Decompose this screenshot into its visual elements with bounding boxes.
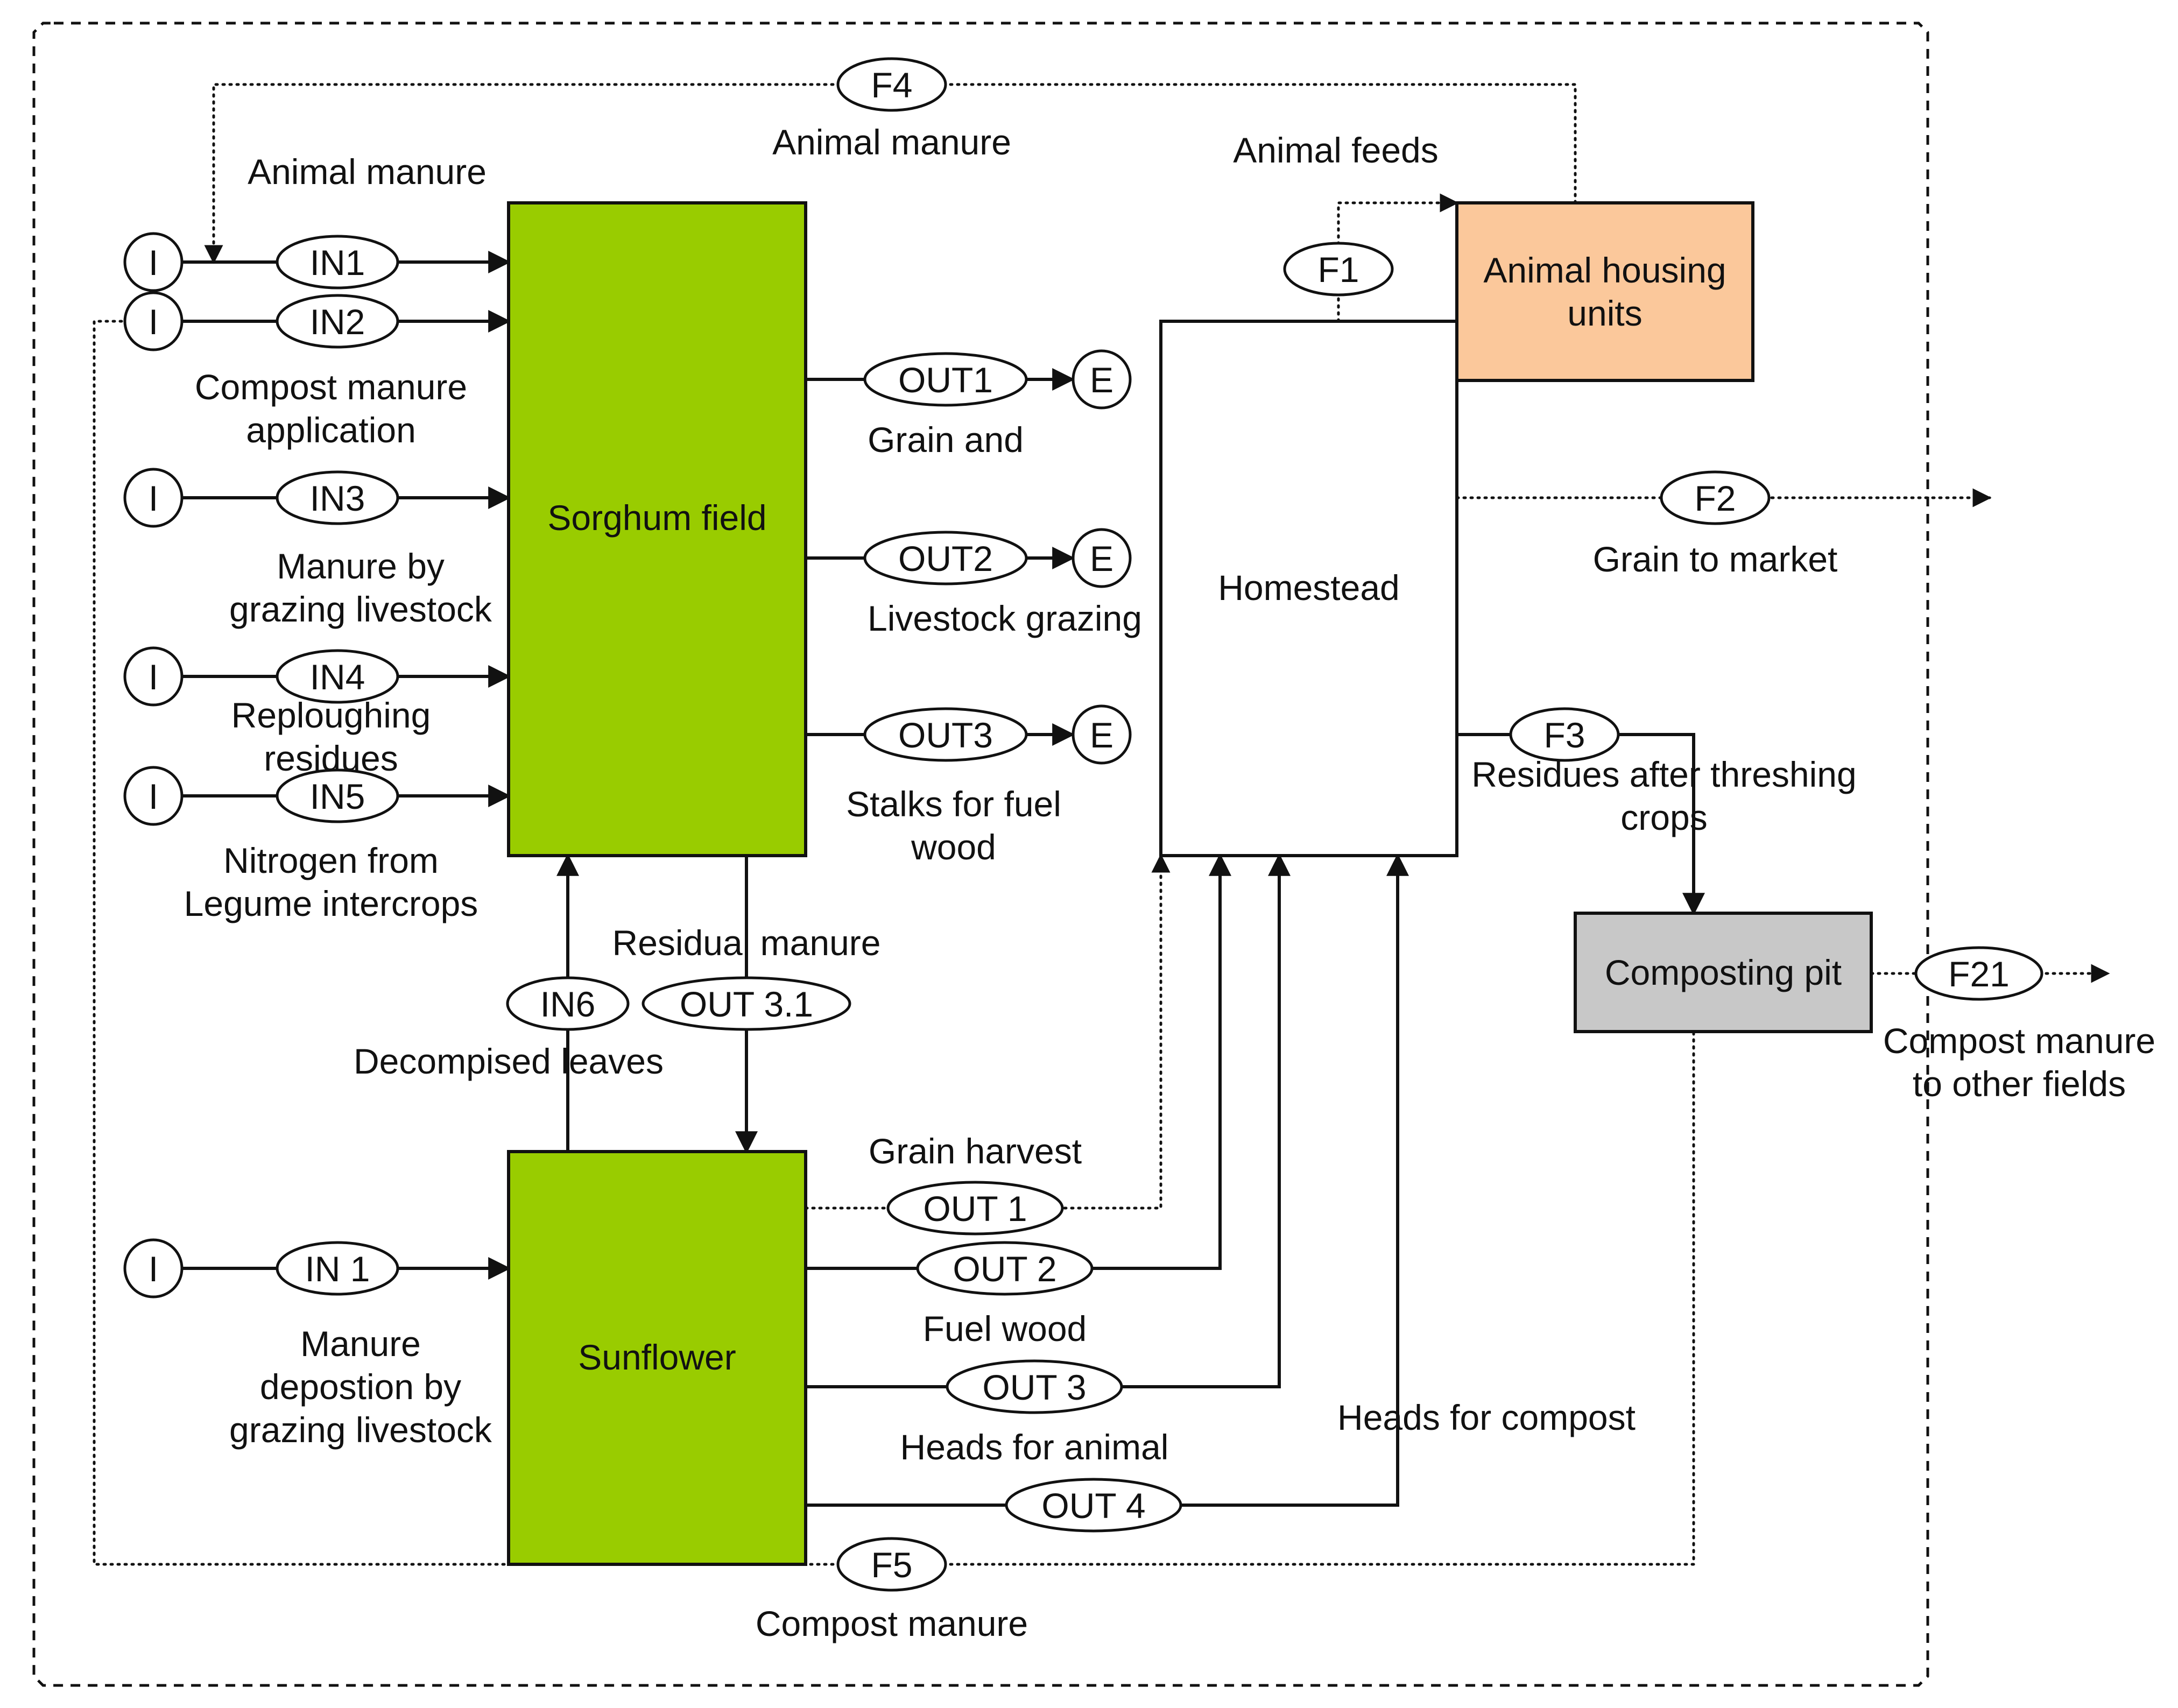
flow-in2: IN2 xyxy=(310,302,365,342)
label-manure-deposition-2: depostion by xyxy=(260,1367,461,1407)
flow-in5: IN5 xyxy=(310,777,365,816)
flow-out2-sunflower: OUT 2 xyxy=(953,1249,1056,1289)
composting-pit-label: Composting pit xyxy=(1605,952,1842,992)
flow-f1: F1 xyxy=(1317,250,1359,290)
label-animal-manure-top: Animal manure xyxy=(772,122,1011,162)
label-residues-threshing-1: Residues after threshing xyxy=(1471,754,1856,794)
label-livestock-grazing: Livestock grazing xyxy=(868,598,1142,638)
flow-out3: OUT3 xyxy=(898,715,993,755)
flow-out31: OUT 3.1 xyxy=(680,984,813,1024)
input-terminals: I I I I I I xyxy=(123,232,184,1298)
label-residues-threshing-2: crops xyxy=(1620,797,1707,837)
flow-out2: OUT2 xyxy=(898,539,993,578)
flow-f2: F2 xyxy=(1694,478,1736,518)
exit-terminals: E E E xyxy=(1072,349,1132,765)
flow-in4: IN4 xyxy=(310,657,365,697)
label-animal-manure-left: Animal manure xyxy=(248,152,487,192)
sunflower-label: Sunflower xyxy=(578,1337,736,1377)
animal-housing-label-1: Animal housing xyxy=(1483,250,1726,290)
label-compost-application-2: application xyxy=(246,410,416,450)
label-reploughing-2: residues xyxy=(264,738,398,778)
input-terminal-5: I xyxy=(149,777,158,816)
label-stalks-1: Stalks for fuel xyxy=(846,784,1061,824)
flow-f5: F5 xyxy=(871,1545,912,1585)
flow-f4: F4 xyxy=(871,65,912,105)
exit-terminal-3: E xyxy=(1090,715,1113,755)
label-manure-deposition-1: Manure xyxy=(300,1324,421,1364)
flow-ovals: IN1 IN2 IN3 IN4 IN5 IN 1 OUT1 OUT2 OUT3 … xyxy=(276,57,2043,1592)
label-reploughing-1: Reploughing xyxy=(231,695,431,735)
label-manure-grazing-1: Manure by xyxy=(277,546,445,586)
label-heads-animal: Heads for animal xyxy=(900,1427,1169,1467)
flow-in3: IN3 xyxy=(310,478,365,518)
label-residual-manure: Residual manure xyxy=(612,923,881,963)
arrow-f1 xyxy=(1337,193,1459,323)
input-terminal-1: I xyxy=(149,243,158,283)
label-compost-other-1: Compost manure xyxy=(1883,1021,2155,1061)
exit-terminal-1: E xyxy=(1090,360,1113,400)
label-compost-manure-bottom: Compost manure xyxy=(756,1604,1028,1643)
flow-f21: F21 xyxy=(1948,954,2010,994)
sunflower-box: Sunflower xyxy=(507,1150,807,1566)
homestead-box: Homestead xyxy=(1159,320,1458,857)
label-animal-feeds: Animal feeds xyxy=(1233,130,1439,170)
exit-terminal-2: E xyxy=(1090,539,1113,578)
flow-out4-sunflower: OUT 4 xyxy=(1041,1486,1145,1526)
label-manure-deposition-3: grazing livestock xyxy=(229,1410,492,1450)
flow-labels: Animal manure Animal manure Animal feeds… xyxy=(184,122,2155,1643)
label-compost-application-1: Compost manure xyxy=(195,367,467,407)
label-compost-other-2: to other fields xyxy=(1913,1064,2126,1104)
label-decomposed-leaves: Decompised leaves xyxy=(354,1041,664,1081)
label-nitrogen-2: Legume intercrops xyxy=(184,884,478,923)
label-grain-harvest: Grain harvest xyxy=(869,1131,1082,1171)
flow-out1-sunflower: OUT 1 xyxy=(923,1189,1027,1229)
input-terminal-6: I xyxy=(149,1249,158,1289)
flow-out3-sunflower: OUT 3 xyxy=(982,1367,1086,1407)
composting-pit-box: Composting pit xyxy=(1574,912,1873,1033)
homestead-label: Homestead xyxy=(1218,568,1400,608)
label-grain-and: Grain and xyxy=(868,420,1024,460)
sorghum-field-box: Sorghum field xyxy=(507,201,807,857)
label-manure-grazing-2: grazing livestock xyxy=(229,589,492,629)
label-fuel-wood: Fuel wood xyxy=(923,1309,1087,1349)
animal-housing-box: Animal housing units xyxy=(1455,201,1754,382)
label-heads-compost: Heads for compost xyxy=(1337,1398,1636,1437)
flow-f3: F3 xyxy=(1543,715,1585,755)
flow-out1: OUT1 xyxy=(898,360,993,400)
sorghum-field-label: Sorghum field xyxy=(547,498,766,538)
input-terminal-2: I xyxy=(149,302,158,342)
arrow-out4-sunflower xyxy=(806,853,1409,1507)
flow-in6: IN6 xyxy=(540,984,596,1024)
flow-in1: IN1 xyxy=(310,243,365,283)
input-terminal-4: I xyxy=(149,657,158,697)
flow-in1-sunflower: IN 1 xyxy=(305,1249,370,1289)
input-terminal-3: I xyxy=(149,478,158,518)
arrow-f5 xyxy=(93,312,1695,1566)
label-nitrogen-1: Nitrogen from xyxy=(223,841,439,880)
label-grain-market: Grain to market xyxy=(1593,539,1838,579)
label-stalks-2: wood xyxy=(911,827,996,867)
animal-housing-label-2: units xyxy=(1567,293,1642,333)
